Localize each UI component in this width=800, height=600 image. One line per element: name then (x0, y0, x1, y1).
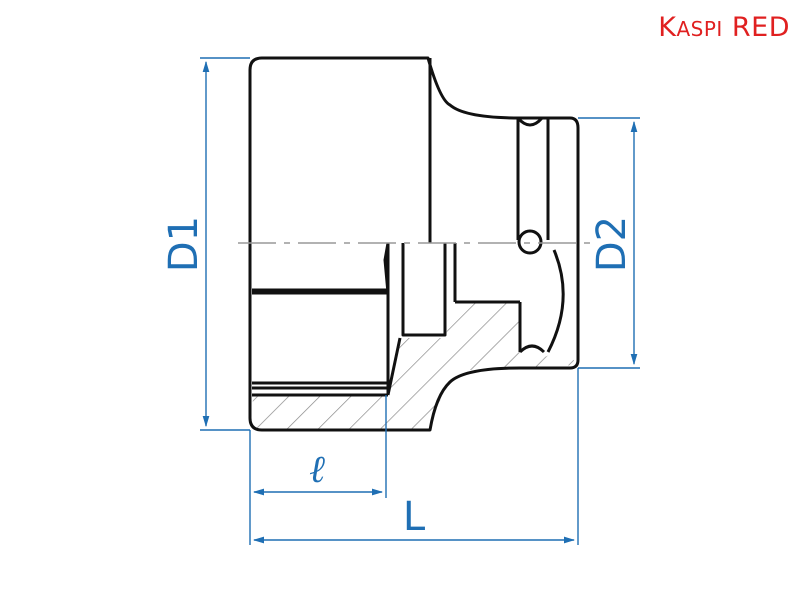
brand-logo: KASPI RED (658, 14, 790, 41)
drive-notch-lower (518, 344, 546, 354)
drive-lower-curve (546, 249, 565, 353)
socket-outline (248, 56, 580, 432)
brand-small-caps: ASPI (676, 17, 723, 41)
d1-label: D1 (161, 216, 207, 272)
brand-first-letter: K (658, 12, 677, 43)
section-hatching (252, 302, 576, 430)
overall-length-label: L (403, 494, 426, 540)
socket-depth-label: ℓ (309, 447, 325, 491)
dimension-lines (200, 57, 640, 545)
drive-square-notch-upper (516, 116, 548, 127)
brand-second-word: RED (731, 12, 790, 43)
d2-label: D2 (589, 216, 635, 272)
counterbore (401, 243, 447, 337)
detent-hole (517, 229, 543, 255)
outer-profile (248, 56, 580, 432)
hatch-band-body (252, 302, 576, 430)
counterbore-divider (386, 337, 402, 396)
